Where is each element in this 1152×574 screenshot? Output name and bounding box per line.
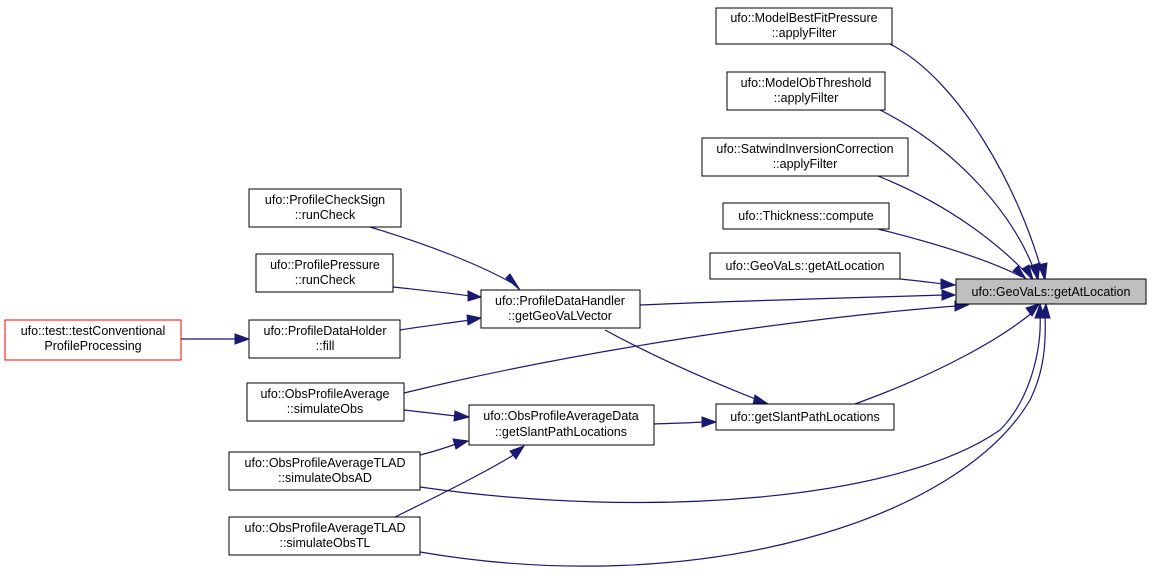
node-label: ufo::ObsProfileAverageData [483,409,638,423]
edge-arrowhead [509,445,526,460]
node-label: ::getSlantPathLocations [495,425,627,439]
edge-pressure-to-datahandler [392,286,471,297]
edge-geovalsgal-to-target [899,278,945,285]
edge-arrowhead [1025,303,1041,317]
edge-arrowhead [453,410,471,422]
node-label: ::applyFilter [773,157,838,171]
edge-arrowhead [1021,264,1034,282]
edge-obsavg-to-obsavgdata [403,409,457,417]
node-label: ufo::GeoVaLs::getAtLocation [972,285,1131,299]
node-label: ProfileProcessing [44,339,141,353]
node-label: ::getGeoVaLVector [508,309,612,323]
node-label: ufo::ProfileDataHolder [264,324,387,338]
edge-dataholder-to-datahandler [399,319,471,331]
node-profile-check-sign[interactable]: ufo::ProfileCheckSign ::runCheck [248,188,402,228]
edge-arrowhead [467,290,483,302]
node-label: ufo::GeoVaLs::getAtLocation [726,259,885,273]
edge-arrowhead [1012,265,1027,280]
node-label: ufo::ProfilePressure [270,258,380,272]
node-label: ufo::getSlantPathLocations [730,410,879,424]
edge-bestfit-to-target [889,43,1044,277]
node-thickness-compute[interactable]: ufo::Thickness::compute [722,202,890,230]
node-label: ufo::Thickness::compute [738,209,874,223]
node-obs-profile-average-data[interactable]: ufo::ObsProfileAverageData ::getSlantPat… [468,404,655,446]
node-label: ufo::ObsProfileAverage [260,387,389,401]
edge-arrowhead [452,438,470,450]
edge-thickness-to-target [877,228,1023,278]
node-label: ::applyFilter [772,26,837,40]
node-model-best-fit-pressure[interactable]: ufo::ModelBestFitPressure ::applyFilter [715,7,893,45]
edge-satwind-to-target [877,175,1031,278]
node-label: ::runCheck [295,208,356,222]
node-profile-data-handler[interactable]: ufo::ProfileDataHandler ::getGeoVaLVecto… [480,289,641,329]
edge-arrowhead [701,416,718,428]
edge-slantpath-to-target [854,310,1035,405]
edge-datahandler-to-target [639,294,945,306]
edge-arrowhead [1039,302,1051,319]
node-label: ufo::ProfileCheckSign [265,193,385,207]
edge-arrowhead [941,289,957,301]
node-satwind-inversion-correction[interactable]: ufo::SatwindInversionCorrection ::applyF… [701,137,909,177]
node-label: ufo::test::testConventional [21,324,166,338]
node-obs-profile-average-tlad-ad[interactable]: ufo::ObsProfileAverageTLAD ::simulateObs… [228,451,421,491]
edge-obthresh-to-target [879,109,1037,277]
node-label: ufo::ObsProfileAverageTLAD [245,521,406,535]
edge-arrowhead [1037,262,1048,282]
node-profile-pressure[interactable]: ufo::ProfilePressure ::runCheck [255,253,394,293]
edge-arrowhead [234,333,251,345]
node-label: ::applyFilter [774,91,839,105]
node-label: ::simulateObsTL [279,536,370,550]
edge-tladtl-to-target [419,314,1046,567]
node-label: ::simulateObsAD [278,471,372,485]
node-label: ::fill [316,339,335,353]
node-label: ::simulateObs [287,402,363,416]
node-label: ufo::SatwindInversionCorrection [716,142,893,156]
node-label: ufo::ModelObThreshold [741,76,872,90]
node-profile-data-holder[interactable]: ufo::ProfileDataHolder ::fill [248,319,401,359]
edge-arrowhead [1029,262,1041,282]
node-geovals-get-at-location-gal[interactable]: ufo::GeoVaLs::getAtLocation [709,252,901,280]
nodes: ufo::ModelBestFitPressure ::applyFilter … [4,7,1147,556]
node-label: ufo::ModelBestFitPressure [730,11,877,25]
edge-obsavg-to-target [403,305,957,394]
edge-obsavgdata-to-slantpath [653,421,704,425]
node-obs-profile-average-tlad-tl[interactable]: ufo::ObsProfileAverageTLAD ::simulateObs… [228,516,421,556]
node-model-ob-threshold[interactable]: ufo::ModelObThreshold ::applyFilter [726,71,886,111]
edge-tladad-to-target [419,312,1041,504]
edge-checksign-to-datahandler [369,226,513,284]
edge-tladad-to-obsavgdata [419,443,457,456]
edge-tladtl-to-obsavgdata [394,453,516,518]
node-get-slant-path-locations[interactable]: ufo::getSlantPathLocations [715,403,895,431]
node-obs-profile-average[interactable]: ufo::ObsProfileAverage ::simulateObs [246,382,405,422]
edge-datahandler-to-slantpath [604,329,759,401]
edge-arrowhead [505,273,521,291]
edges [181,43,1051,567]
node-label: ufo::ProfileDataHandler [495,294,625,308]
node-geovals-get-at-location-target[interactable]: ufo::GeoVaLs::getAtLocation [955,278,1147,305]
edge-arrowhead [940,278,957,290]
node-label: ::runCheck [295,273,356,287]
node-test-conventional-profile-processing[interactable]: ufo::test::testConventional ProfileProce… [4,319,182,361]
edge-arrowhead [466,314,483,326]
node-label: ufo::ObsProfileAverageTLAD [245,456,406,470]
